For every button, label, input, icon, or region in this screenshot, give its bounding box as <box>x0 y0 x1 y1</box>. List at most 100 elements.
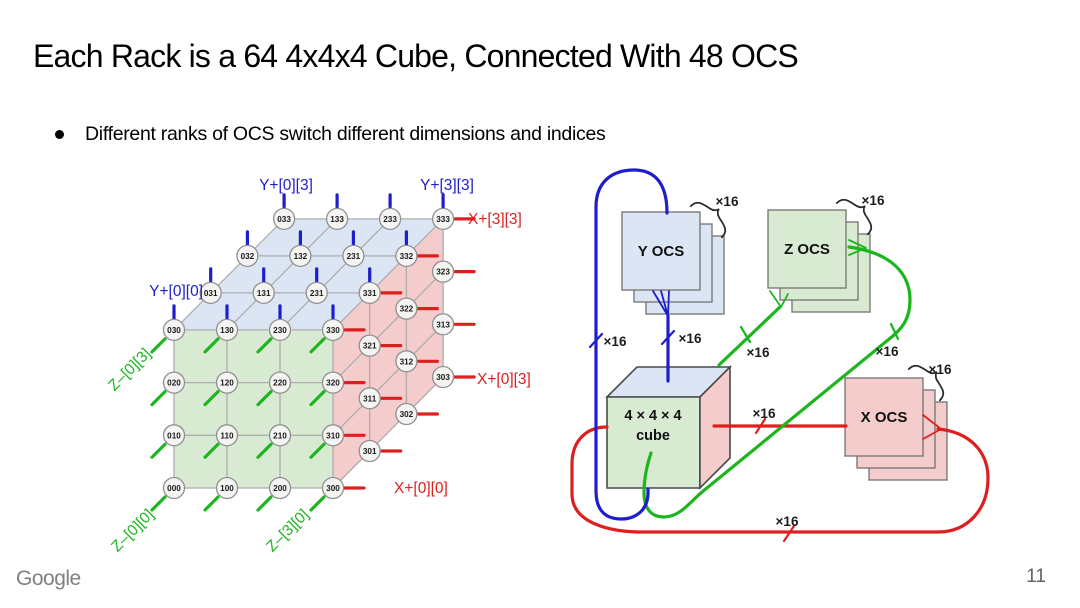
page-number: 11 <box>1026 566 1046 587</box>
x-cable-slash-marks <box>754 417 796 543</box>
lattice-node-133 <box>325 207 349 231</box>
lattice-node-322 <box>395 297 418 320</box>
z-axis-tick <box>256 337 273 354</box>
z-axis-tick <box>256 442 273 459</box>
lattice-node-label: 133 <box>330 215 344 224</box>
lattice-node-030 <box>162 318 186 342</box>
brace-icon-x-stack <box>907 364 945 402</box>
lattice-node-332 <box>395 244 418 268</box>
z-axis-tick <box>150 495 167 512</box>
bullet-text: Different ranks of OCS switch different … <box>85 123 606 145</box>
cube-label-line1: 4 × 4 × 4 <box>624 408 681 424</box>
z-cable-fanout-right <box>848 239 867 256</box>
axis-label-x: X+[3][3] <box>468 211 522 228</box>
lattice-node-label: 032 <box>241 252 255 261</box>
axis-label-y: Y+[3][3] <box>420 177 474 194</box>
lattice-right-face <box>333 218 444 488</box>
lattice-node-300 <box>321 476 345 500</box>
y-cable-fanout <box>652 290 670 317</box>
lattice-axis-ticks <box>150 193 476 512</box>
axis-label-z: Z–[0][0] <box>108 506 157 555</box>
lattice-node-220 <box>268 371 292 394</box>
lattice-node-231 <box>342 244 365 268</box>
z-cable-loop <box>642 245 912 519</box>
z-axis-tick <box>203 495 220 512</box>
x-cable-fanout <box>922 414 942 440</box>
lattice-node-label: 020 <box>167 379 181 388</box>
z-axis-tick <box>203 390 220 407</box>
z-axis-tick <box>256 495 273 512</box>
multiplier-x16-label: ×16 <box>753 406 776 421</box>
lattice-node-032 <box>236 244 259 268</box>
ocs-stack-x-ocs: X OCS <box>844 377 948 481</box>
lattice-node-label: 332 <box>400 252 414 261</box>
lattice-node-label: 233 <box>383 215 397 224</box>
lattice-node-label: 322 <box>400 305 414 314</box>
z-axis-tick <box>150 337 167 354</box>
lattice-node-label: 312 <box>400 357 414 366</box>
lattice-front-face <box>174 329 333 488</box>
brace-icon-y-stack <box>689 201 727 239</box>
lattice-node-312 <box>395 350 418 373</box>
ocs-stack-y-ocs: Y OCS <box>621 211 725 315</box>
z-cable-slash-marks <box>739 322 900 344</box>
ocs-cables <box>570 168 990 543</box>
lattice-node-100 <box>215 476 239 500</box>
ocs-stack-layer <box>767 209 847 289</box>
lattice-node-333 <box>431 207 455 231</box>
lattice-node-120 <box>215 371 239 394</box>
z-axis-tick <box>309 495 326 512</box>
multiplier-x16-label: ×16 <box>876 344 899 359</box>
multiplier-x16-label: ×16 <box>929 362 952 377</box>
cube-label-line2: cube <box>636 428 670 444</box>
lattice-node-020 <box>162 371 186 394</box>
lattice-node-323 <box>431 260 455 283</box>
lattice-node-label: 100 <box>220 484 234 493</box>
lattice-node-label: 000 <box>167 484 181 493</box>
axis-label-z: Z–[3][0] <box>263 506 312 555</box>
lattice-node-label: 300 <box>326 484 340 493</box>
lattice-node-label: 301 <box>363 447 377 456</box>
axis-label-y: Y+[0][0] <box>149 283 203 300</box>
ocs-stack-label: Y OCS <box>638 243 684 260</box>
axis-label-x: X+[0][0] <box>394 480 448 497</box>
lattice-node-label: 120 <box>220 379 234 388</box>
axis-label-y: Y+[0][3] <box>259 177 313 194</box>
lattice-node-233 <box>378 207 402 231</box>
lattice-node-label: 321 <box>363 342 377 351</box>
lattice-node-331 <box>358 281 381 305</box>
lattice-top-face <box>174 218 444 330</box>
ocs-stack-layer <box>621 211 701 291</box>
lattice-node-320 <box>321 371 345 394</box>
z-axis-tick <box>150 442 167 459</box>
ocs-stack-layer <box>844 377 924 457</box>
z-cable-fanout-bottom <box>769 290 789 308</box>
lattice-node-label: 310 <box>326 431 340 440</box>
lattice-node-label: 010 <box>167 431 181 440</box>
multiplier-x16-label: ×16 <box>716 194 739 209</box>
lattice-node-label: 331 <box>363 289 377 298</box>
z-cable-zocs-to-cubetop <box>717 305 782 367</box>
lattice-node-311 <box>358 387 381 410</box>
lattice-node-label: 303 <box>436 373 450 382</box>
lattice-node-231 <box>305 281 328 305</box>
z-axis-tick <box>309 442 326 459</box>
lattice-node-313 <box>431 313 455 336</box>
lattice-node-033 <box>272 207 296 231</box>
lattice-node-label: 130 <box>220 326 234 335</box>
bullet-dot-icon <box>55 130 64 139</box>
cube-3d: 4 × 4 × 4 cube <box>605 365 732 490</box>
multiplier-x16-label: ×16 <box>679 331 702 346</box>
lattice-node-label: 311 <box>363 394 377 403</box>
lattice-node-label: 313 <box>436 320 450 329</box>
lattice-node-label: 320 <box>326 379 340 388</box>
lattice-node-label: 131 <box>257 289 271 298</box>
lattice-node-321 <box>358 334 381 357</box>
lattice-node-303 <box>431 365 455 389</box>
lattice-node-label: 323 <box>436 268 450 277</box>
lattice-node-302 <box>395 402 418 426</box>
lattice-node-label: 031 <box>204 289 218 298</box>
multiplier-x16-label: ×16 <box>604 334 627 349</box>
lattice-node-131 <box>252 281 275 305</box>
